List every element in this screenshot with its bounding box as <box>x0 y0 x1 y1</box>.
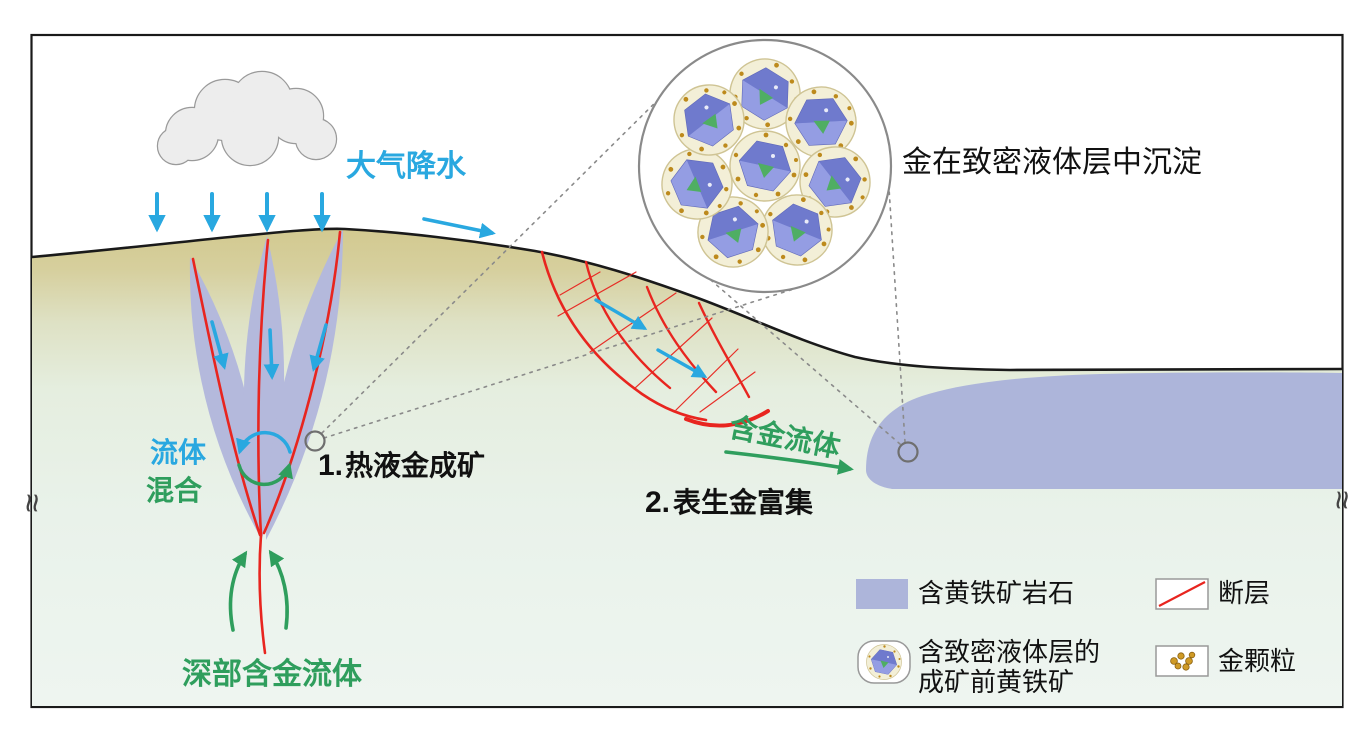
legend-fault-icon <box>1158 581 1206 607</box>
rain-arrows <box>148 192 331 233</box>
legend-label-gold: 金颗粒 <box>1218 646 1296 676</box>
sample-circle-right <box>897 441 919 463</box>
fluid-mixing-arrows <box>236 430 293 487</box>
fluid-mixing-label-line1: 流体 <box>150 437 207 468</box>
magnified-inset <box>637 38 893 294</box>
break-symbol-left: ≈ <box>13 494 51 513</box>
fluid-mixing-label-line2: 混合 <box>146 474 203 506</box>
step1-label: 热液金成矿 <box>345 449 485 481</box>
legend-grain-icon <box>866 644 902 680</box>
inset-connectors <box>321 81 906 445</box>
terrain-line <box>30 227 1344 372</box>
deep-fluid-label: 深部含金流体 <box>182 657 363 691</box>
break-symbol-right: ≈ <box>1323 491 1350 510</box>
deep-fluid-arrows <box>228 549 289 632</box>
inset-caption: 金在致密液体层中沉淀 <box>902 146 1202 179</box>
gold-fluid-arrow <box>724 450 854 475</box>
cloud-icon <box>156 70 338 167</box>
legend-swatch-pyrite-rock <box>856 579 908 609</box>
legend-label-grain-line1: 含致密液体层的 <box>918 637 1100 667</box>
vein-fault-lines <box>191 230 342 655</box>
sample-circle-left <box>304 430 326 452</box>
legend: 含黄铁矿岩石 断层 含致密液体层的 成矿前黄铁矿 金颗粒 <box>856 578 1296 697</box>
fault-network <box>540 250 770 428</box>
infiltration-arrow <box>422 217 496 239</box>
pyrite-rock-body <box>866 372 1342 489</box>
mixing-arrow-green <box>237 462 293 487</box>
vein-flow-arrows <box>210 320 328 380</box>
step2-label: 表生金富集 <box>673 486 813 518</box>
legend-label-grain-line2: 成矿前黄铁矿 <box>918 667 1074 697</box>
step1-number: 1. <box>318 449 343 482</box>
legend-gold-icon <box>1170 651 1196 671</box>
fault-flow-arrows <box>594 298 708 378</box>
legend-gold-box <box>1155 645 1209 677</box>
legend-label-pyrite-rock: 含黄铁矿岩石 <box>918 578 1074 608</box>
step2-number: 2. <box>645 486 670 519</box>
ground-fill <box>32 228 1342 706</box>
precipitation-label: 大气降水 <box>346 150 467 183</box>
mixing-arrow-blue <box>236 430 292 455</box>
legend-label-fault: 断层 <box>1218 578 1270 608</box>
deep-feeder-line <box>258 533 267 655</box>
